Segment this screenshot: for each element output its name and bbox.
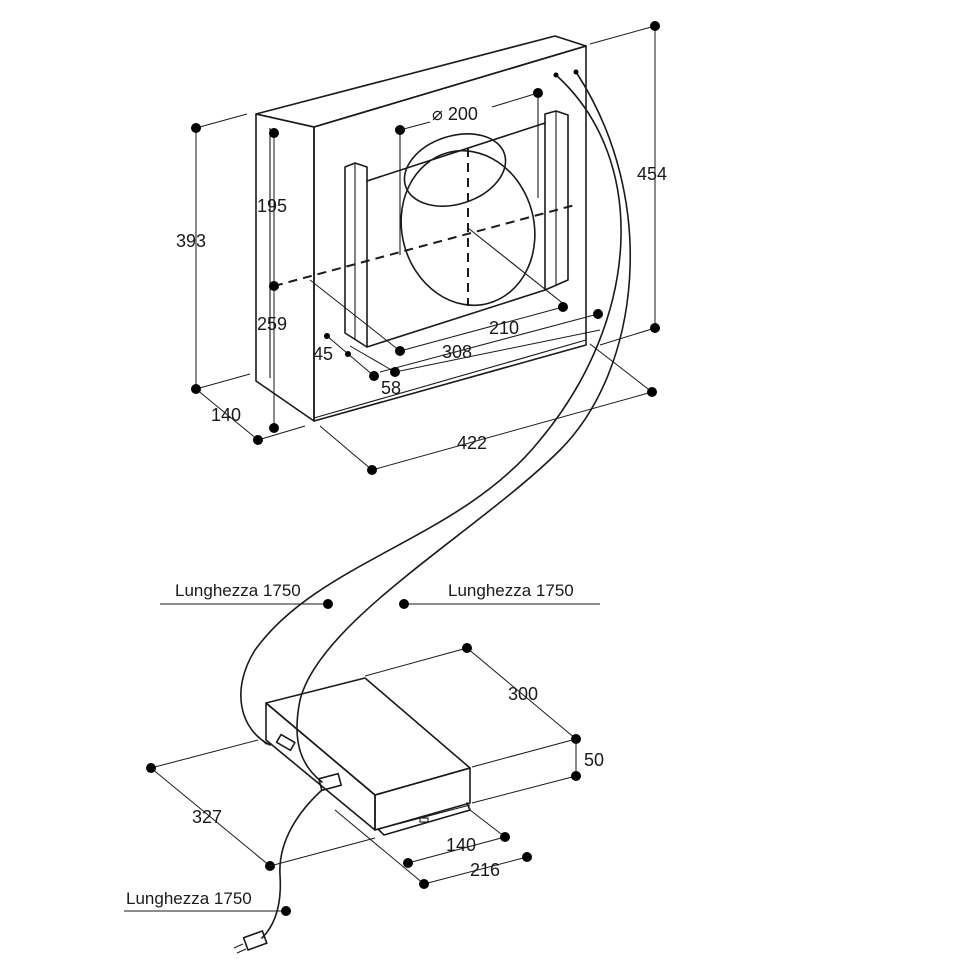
label-216: 216 [470, 860, 500, 880]
box-dimension-lines [146, 643, 581, 889]
label-diameter: ⌀ 200 [432, 104, 478, 124]
power-plug-icon [233, 930, 268, 954]
label-cable-power: Lunghezza 1750 [126, 889, 252, 908]
dimension-labels: ⌀ 200 454 393 195 259 210 308 45 58 140 … [126, 104, 667, 908]
label-45: 45 [313, 344, 333, 364]
motor-box-front [374, 767, 471, 831]
label-58: 58 [381, 378, 401, 398]
hood-dimension-lines [191, 21, 660, 475]
cable-left [240, 74, 622, 746]
cable-connector [317, 772, 343, 792]
label-cable-right: Lunghezza 1750 [448, 581, 574, 600]
label-cable-left: Lunghezza 1750 [175, 581, 301, 600]
motor-box [261, 677, 471, 836]
label-422: 422 [457, 433, 487, 453]
label-308: 308 [442, 342, 472, 362]
label-259: 259 [257, 314, 287, 334]
label-300: 300 [508, 684, 538, 704]
cables [240, 69, 631, 939]
hood-top-face [255, 35, 587, 128]
hood-front-face [313, 45, 587, 422]
label-327: 327 [192, 807, 222, 827]
duct-collar [403, 133, 507, 207]
label-50: 50 [584, 750, 604, 770]
cable-right [296, 71, 631, 783]
duct-opening [400, 149, 536, 307]
label-140-depth: 140 [211, 405, 241, 425]
label-393: 393 [176, 231, 206, 251]
hood-unit [255, 35, 587, 422]
label-140-box: 140 [446, 835, 476, 855]
hood-side-face [255, 113, 315, 422]
cable-power [261, 789, 323, 939]
label-210: 210 [489, 318, 519, 338]
cable-leaders [124, 599, 600, 916]
label-454: 454 [637, 164, 667, 184]
motor-box-side [265, 702, 376, 831]
outlet-plate [366, 122, 546, 348]
label-195: 195 [257, 196, 287, 216]
